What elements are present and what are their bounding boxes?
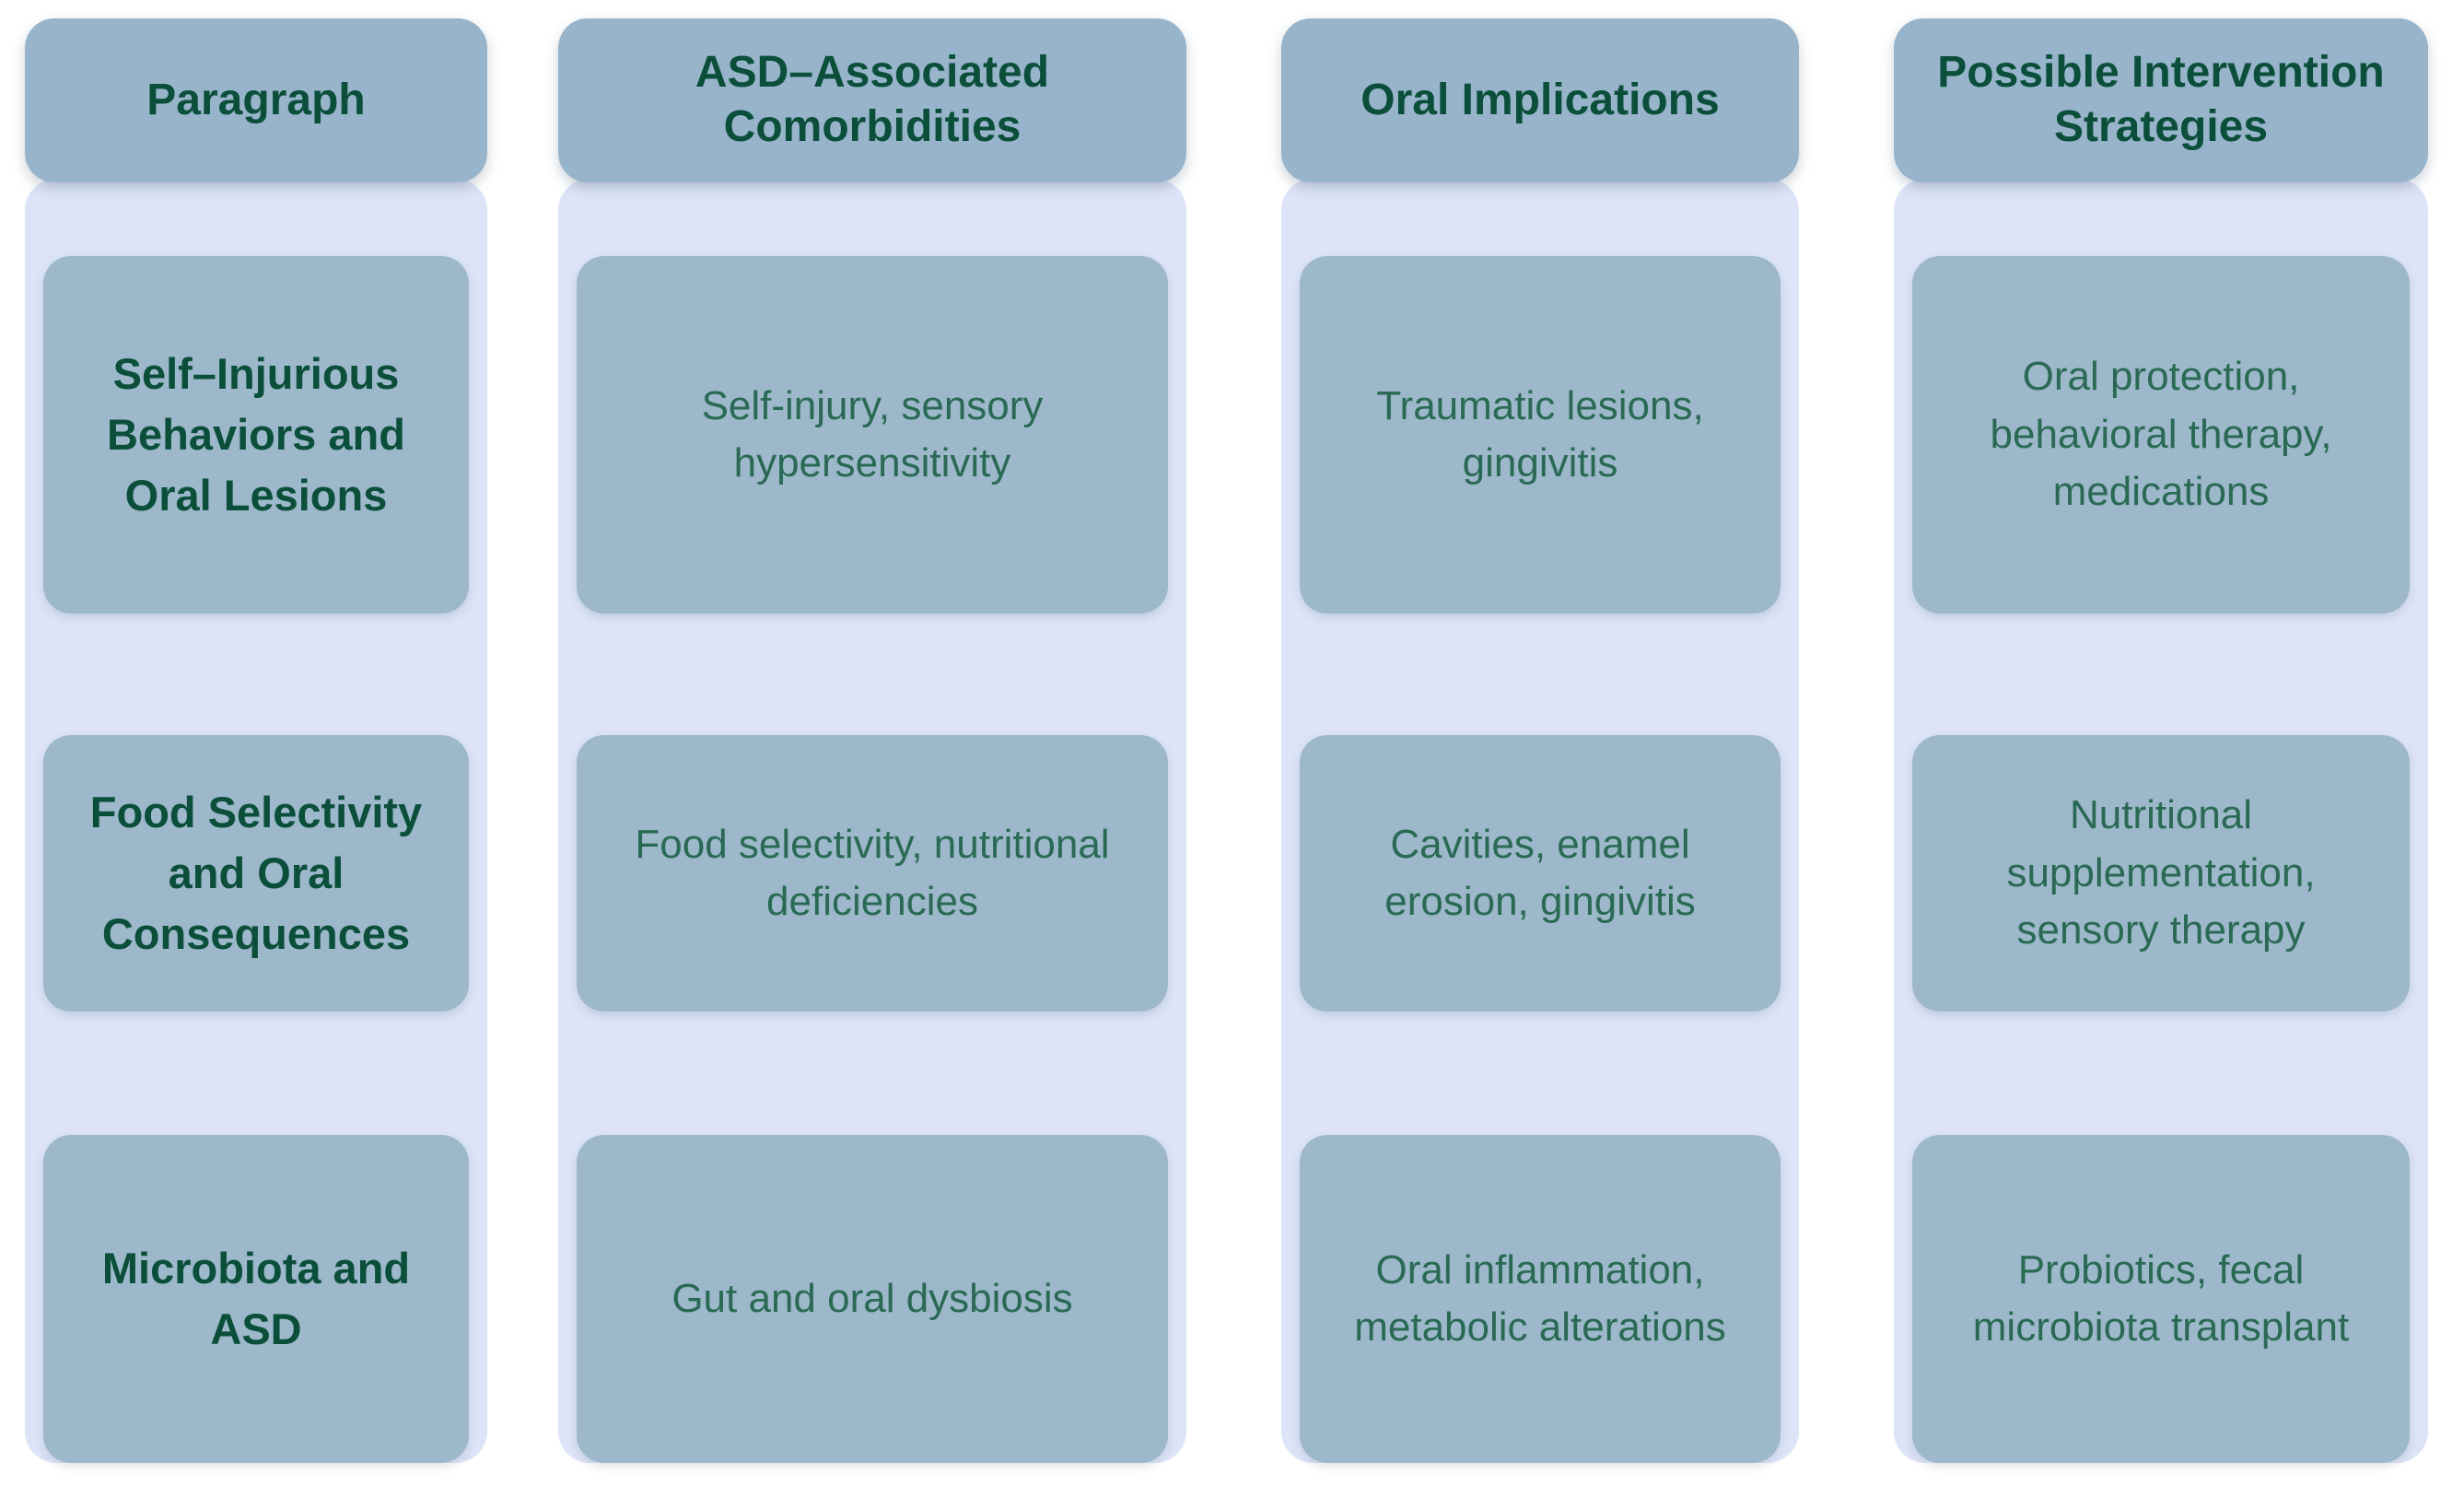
cell-oral-implications-row1: Traumatic lesions, gingivitis [1300,256,1781,614]
column-body-interventions: Oral protection, behavioral therapy, med… [1894,179,2428,1463]
cell-text: Oral inflammation, metabolic alterations [1354,1246,1726,1350]
column-body-oral-implications: Traumatic lesions, gingivitis Cavities, … [1281,179,1799,1463]
cell-paragraph-row1: Self–Injurious Behaviors and Oral Lesion… [43,256,469,614]
column-header-paragraph: Paragraph [25,18,487,182]
cell-paragraph-row2: Food Selectivity and Oral Consequences [43,735,469,1012]
cell-interventions-row1: Oral protection, behavioral therapy, med… [1912,256,2410,614]
column-paragraph: Paragraph Self–Injurious Behaviors and O… [25,18,487,1463]
cell-interventions-row3: Probiotics, fecal microbiota transplant [1912,1135,2410,1463]
column-comorbidities: ASD–Associated Comorbidities Self-injury… [558,18,1186,1463]
cell-paragraph-row3: Microbiota and ASD [43,1135,469,1463]
column-interventions: Possible Intervention Strategies Oral pr… [1894,18,2428,1463]
cell-oral-implications-row2: Cavities, enamel erosion, gingivitis [1300,735,1781,1012]
cell-text: Cavities, enamel erosion, gingivitis [1384,821,1696,924]
column-header-label: Paragraph [146,75,366,124]
cell-text: Food selectivity, nutritional deficienci… [635,821,1110,924]
cell-text: Self-injury, sensory hypersensitivity [701,382,1044,485]
cell-comorbidities-row1: Self-injury, sensory hypersensitivity [577,256,1168,614]
cell-text: Self–Injurious Behaviors and Oral Lesion… [107,349,405,520]
cell-comorbidities-row3: Gut and oral dysbiosis [577,1135,1168,1463]
cell-text: Food Selectivity and Oral Consequences [89,788,423,958]
column-header-label: Oral Implications [1360,75,1720,124]
cell-text: Probiotics, fecal microbiota transplant [1972,1246,2350,1350]
column-header-oral-implications: Oral Implications [1281,18,1799,182]
column-header-comorbidities: ASD–Associated Comorbidities [558,18,1186,182]
cell-oral-implications-row3: Oral inflammation, metabolic alterations [1300,1135,1781,1463]
column-header-interventions: Possible Intervention Strategies [1894,18,2428,182]
cell-comorbidities-row2: Food selectivity, nutritional deficienci… [577,735,1168,1012]
column-header-label: Possible Intervention Strategies [1937,48,2385,151]
column-body-paragraph: Self–Injurious Behaviors and Oral Lesion… [25,179,487,1463]
cell-text: Nutritional supplementation, sensory the… [2006,792,2316,953]
column-oral-implications: Oral Implications Traumatic lesions, gin… [1281,18,1799,1463]
column-header-label: ASD–Associated Comorbidities [695,48,1050,151]
cell-interventions-row2: Nutritional supplementation, sensory the… [1912,735,2410,1012]
cell-text: Gut and oral dysbiosis [671,1275,1073,1321]
cell-text: Oral protection, behavioral therapy, med… [1990,354,2332,515]
column-body-comorbidities: Self-injury, sensory hypersensitivity Fo… [558,179,1186,1463]
cell-text: Microbiota and ASD [101,1244,411,1353]
cell-text: Traumatic lesions, gingivitis [1376,382,1704,485]
